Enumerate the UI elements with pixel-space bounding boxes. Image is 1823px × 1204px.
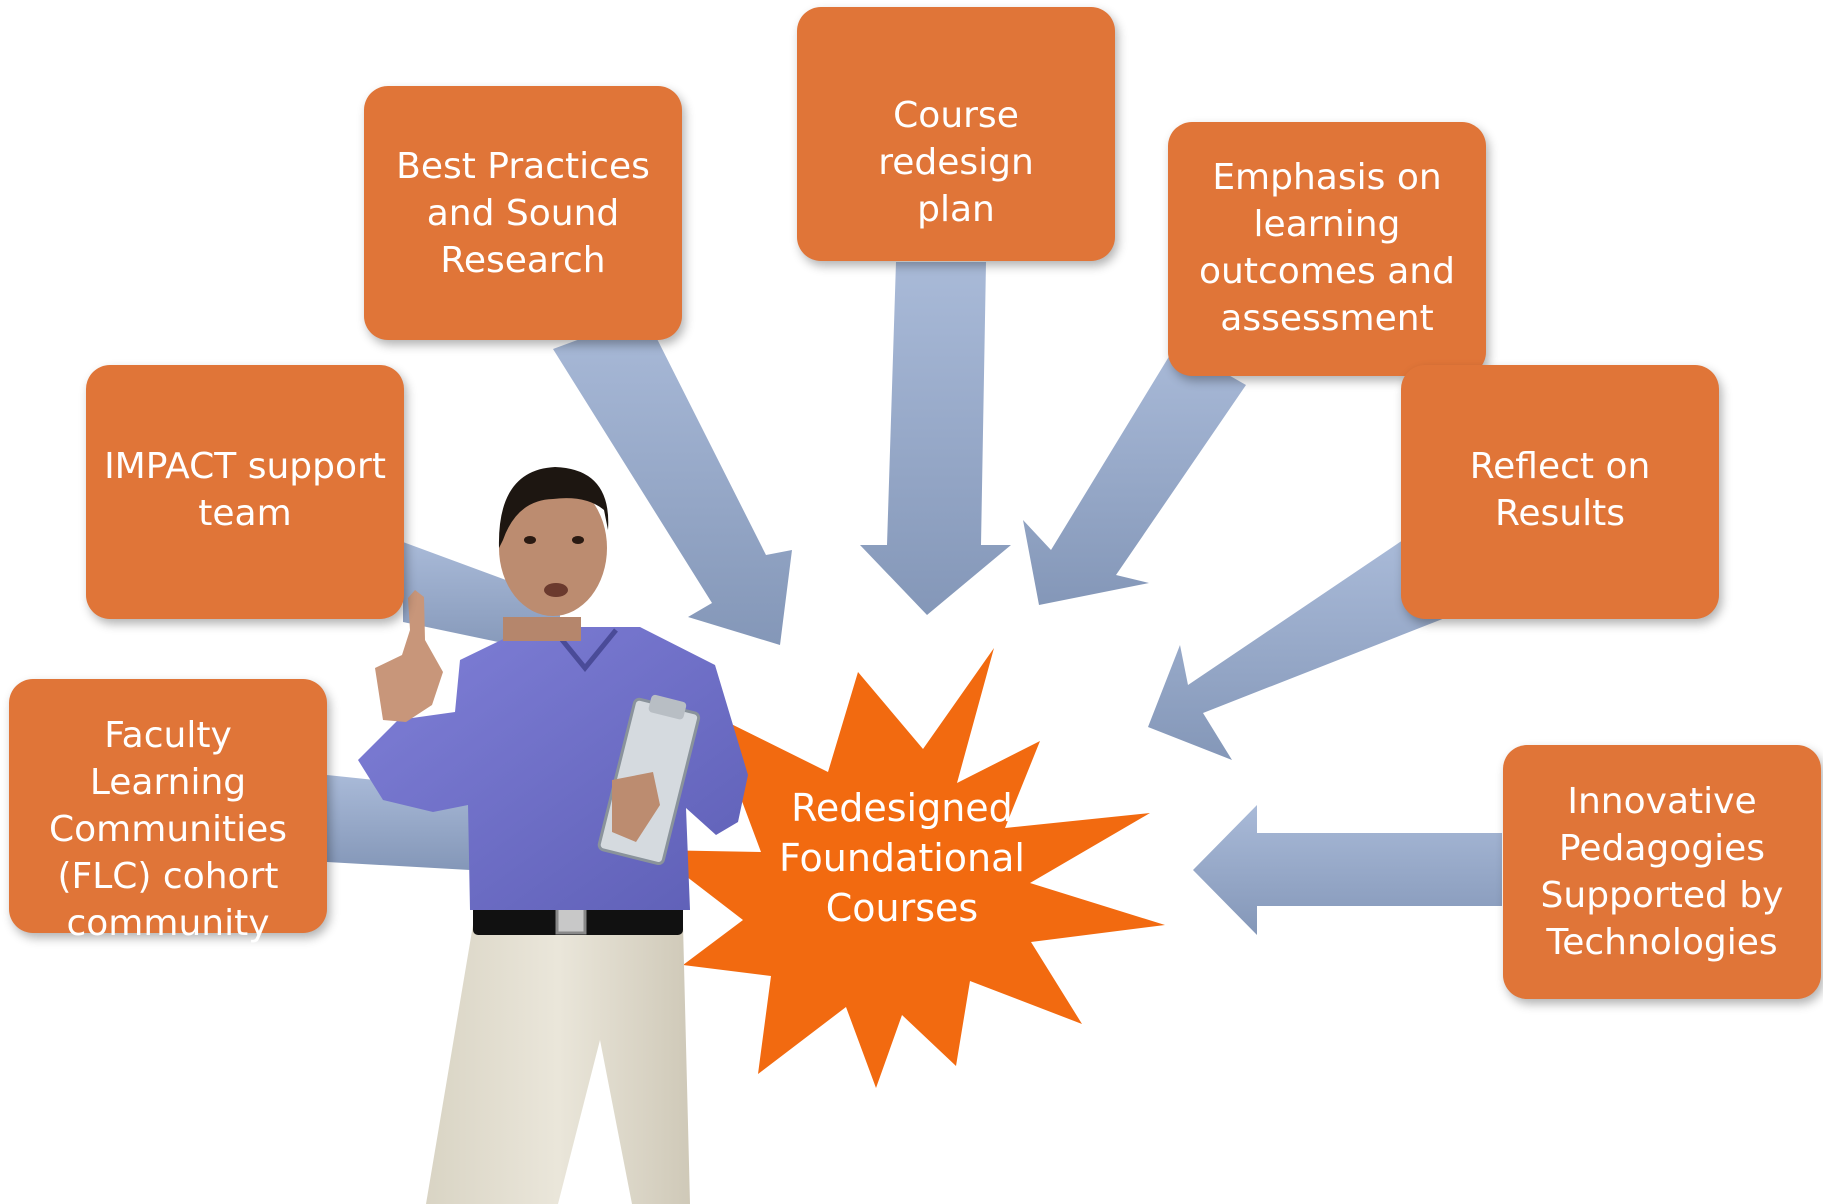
box-reflect-results: Reflect on Results bbox=[1401, 365, 1719, 619]
presenter-left-hand bbox=[612, 772, 660, 842]
arrows bbox=[327, 262, 1502, 935]
presenter-trousers bbox=[426, 925, 690, 1204]
box-faculty-learning-label: Faculty Learning Communities (FLC) cohor… bbox=[49, 715, 287, 944]
arrow-reflect bbox=[1148, 540, 1445, 760]
arrow-innovative bbox=[1193, 805, 1502, 935]
box-best-practices-label: Best Practices and Sound Research bbox=[396, 146, 650, 281]
box-best-practices: Best Practices and Sound Research bbox=[364, 86, 682, 340]
starburst-shape bbox=[652, 648, 1165, 1088]
presenter-raised-hand bbox=[375, 590, 443, 722]
box-innovative-pedagogies-label: Innovative Pedagogies Supported by Techn… bbox=[1540, 781, 1784, 963]
presenter-hair bbox=[498, 467, 609, 548]
box-emphasis: Emphasis on learning outcomes and assess… bbox=[1168, 122, 1486, 376]
box-impact-support-label: IMPACT support team bbox=[104, 446, 386, 534]
arrow-course-redesign bbox=[860, 262, 1011, 615]
box-impact-support: IMPACT support team bbox=[86, 365, 404, 619]
arrow-best-practices bbox=[553, 315, 792, 645]
box-emphasis-label: Emphasis on learning outcomes and assess… bbox=[1199, 157, 1455, 339]
box-course-redesign-label: Course redesign plan bbox=[878, 95, 1034, 230]
box-reflect-results-label: Reflect on Results bbox=[1469, 446, 1651, 534]
presenter-head bbox=[499, 480, 607, 616]
center-label: Redesigned Foundational Courses bbox=[779, 786, 1025, 930]
box-course-redesign: Course redesign plan bbox=[797, 7, 1115, 261]
box-innovative-pedagogies: Innovative Pedagogies Supported by Techn… bbox=[1503, 745, 1821, 999]
arrow-emphasis bbox=[1023, 345, 1246, 605]
presenter-figure bbox=[358, 467, 748, 1204]
box-faculty-learning: Faculty Learning Communities (FLC) cohor… bbox=[9, 679, 327, 944]
